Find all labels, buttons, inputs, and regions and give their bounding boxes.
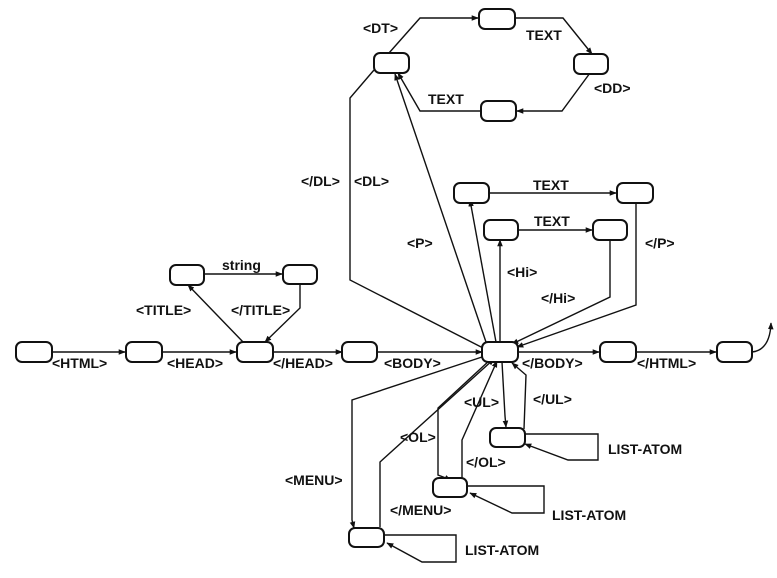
edge-dt-text	[388, 15, 479, 54]
edge-p	[468, 199, 497, 343]
label-dd: <DD>	[594, 80, 631, 96]
label-dt: <DT>	[363, 20, 398, 36]
state-node-dt-text	[478, 8, 516, 30]
state-node-dd-text	[480, 100, 517, 122]
state-node-end-head	[341, 341, 378, 363]
label-body: <BODY>	[384, 355, 441, 371]
state-node-dt	[373, 52, 410, 74]
edge-title	[187, 284, 245, 344]
state-node-ol	[432, 477, 468, 498]
edge-ul-list-atom	[524, 433, 599, 461]
edge-text-dt	[397, 72, 480, 112]
label-list-atom-ol: LIST-ATOM	[552, 507, 626, 523]
state-node-body	[481, 341, 519, 363]
label-ol: <OL>	[400, 429, 436, 445]
label-list-atom-menu: LIST-ATOM	[465, 542, 539, 558]
edge-dl	[394, 73, 488, 346]
label-p: <P>	[407, 235, 433, 251]
label-end-ul: </UL>	[533, 391, 572, 407]
state-node-start	[15, 341, 53, 363]
label-end-html: </HTML>	[637, 355, 696, 371]
label-dl: <DL>	[354, 173, 389, 189]
state-node-menu	[348, 527, 385, 548]
label-end-head: </HEAD>	[273, 355, 333, 371]
label-end-dl: </DL>	[301, 173, 340, 189]
edge-end-title	[264, 283, 301, 343]
label-html: <HTML>	[52, 355, 107, 371]
edge-menu	[349, 355, 486, 529]
state-node-p	[453, 182, 490, 204]
label-string: string	[222, 257, 261, 273]
nodes	[15, 8, 753, 548]
label-text-hi: TEXT	[534, 213, 570, 229]
edge-ol-list-atom	[467, 485, 545, 514]
state-node-dd	[573, 53, 609, 75]
edge-end-ol	[461, 360, 498, 478]
label-end-ol: </OL>	[466, 454, 506, 470]
label-text-dt-dd: TEXT	[526, 27, 562, 43]
edge-dt-dd	[515, 17, 593, 55]
label-list-atom-ul: LIST-ATOM	[608, 441, 682, 457]
label-end-menu: </MENU>	[390, 502, 451, 518]
label-end-hi: </Hi>	[541, 290, 575, 306]
edge-end-hi	[511, 240, 611, 345]
state-node-end-html	[716, 341, 753, 363]
label-menu: <MENU>	[285, 472, 343, 488]
label-end-body: </BODY>	[522, 355, 583, 371]
state-node-end-body	[599, 341, 637, 363]
state-node-hi	[483, 219, 519, 241]
edge-menu-list-atom	[384, 534, 457, 563]
state-node-string	[282, 264, 318, 285]
label-end-title: </TITLE>	[231, 302, 290, 318]
state-node-head	[236, 341, 274, 363]
edge-end-dl	[349, 69, 488, 351]
label-end-p: </P>	[645, 235, 675, 251]
labels: <DT> TEXT <DD> TEXT </DL> <DL> <P> TEXT …	[52, 20, 696, 558]
state-node-ul	[489, 427, 526, 448]
label-hi: <Hi>	[507, 264, 537, 280]
state-node-html	[125, 341, 163, 363]
state-node-title	[169, 264, 205, 286]
state-node-p-text	[616, 182, 654, 204]
edge-exit	[751, 322, 774, 353]
label-ul: <UL>	[464, 394, 499, 410]
state-node-hi-text	[592, 219, 628, 241]
label-title: <TITLE>	[136, 302, 191, 318]
edges	[52, 15, 774, 563]
edge-ul	[501, 361, 509, 428]
edge-end-p	[516, 203, 637, 348]
edge-end-ul	[511, 362, 527, 430]
label-head: <HEAD>	[167, 355, 223, 371]
edge-dd-text	[516, 72, 591, 114]
edge-end-menu	[379, 358, 495, 527]
label-text-dd-dt: TEXT	[428, 91, 464, 107]
label-text-p: TEXT	[533, 177, 569, 193]
